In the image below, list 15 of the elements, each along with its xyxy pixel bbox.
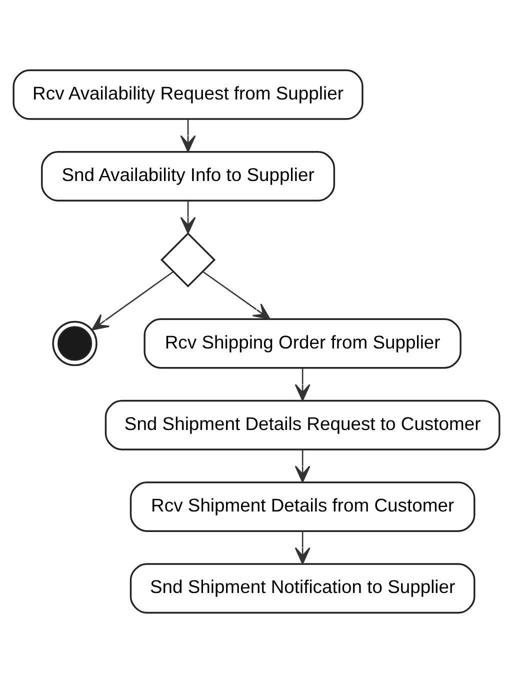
arrow [294,450,310,483]
node-circle [52,320,98,366]
arrow [294,368,310,402]
node-diamond [160,232,216,288]
arrow [180,119,196,152]
node-box: Snd Shipment Details Request to Customer [104,400,500,450]
arrow [294,531,310,564]
node-box: Rcv Shipment Details from Customer [130,482,476,532]
node-box: Snd Availability Info to Supplier [41,151,336,202]
arrow [92,271,174,330]
node-box: Snd Shipment Notification to Supplier [130,563,476,614]
arrow [202,271,270,320]
node-box: Rcv Availability Request from Supplier [12,69,364,120]
node-box: Rcv Shipping Order from Supplier [144,318,462,369]
arrow [180,201,196,234]
